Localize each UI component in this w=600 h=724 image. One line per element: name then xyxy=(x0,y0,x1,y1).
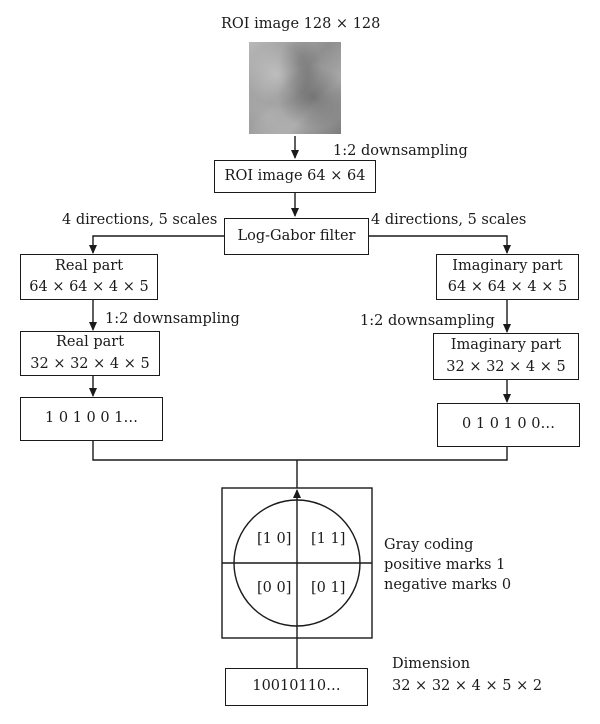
arrow-filter-to-real xyxy=(89,235,225,254)
imaginary-part-title: Imaginary part xyxy=(452,257,563,274)
imag-bits-label: 0 1 0 1 0 0… xyxy=(462,416,555,433)
dimension-value: 32 × 32 × 4 × 5 × 2 xyxy=(392,678,543,694)
filter-left-label: 4 directions, 5 scales xyxy=(62,212,218,228)
gray-coding-negative: negative marks 0 xyxy=(384,577,512,593)
roi-input-label: ROI image 128 × 128 xyxy=(221,16,381,32)
real-downsampling-label: 1:2 downsampling xyxy=(105,311,240,327)
real-part-downsampled-dims: 32 × 32 × 4 × 5 xyxy=(30,355,150,372)
imaginary-part-dims: 64 × 64 × 4 × 5 xyxy=(447,279,568,295)
real-part-downsampled-box: Real part 32 × 32 × 4 × 5 xyxy=(20,331,160,376)
quadrant-bottom-left: [0 0] xyxy=(257,580,292,596)
arrow-filter-to-imag xyxy=(368,235,511,254)
imaginary-part-downsampled-box: Imaginary part 32 × 32 × 4 × 5 xyxy=(433,333,579,380)
log-gabor-filter-label: Log-Gabor filter xyxy=(237,227,356,244)
imaginary-part-box: Imaginary part 64 × 64 × 4 × 5 xyxy=(436,254,579,300)
dimension-label: Dimension xyxy=(392,656,471,672)
real-bits-box: 1 0 1 0 0 1… xyxy=(20,397,163,441)
real-part-dims: 64 × 64 × 4 × 5 xyxy=(29,279,149,295)
downsampling-label-top: 1:2 downsampling xyxy=(333,143,468,159)
roi-input-image xyxy=(249,42,341,134)
output-bits-label: 10010110… xyxy=(252,678,341,695)
real-part-title: Real part xyxy=(54,257,124,274)
log-gabor-filter-box: Log-Gabor filter xyxy=(224,218,369,255)
output-bits-box: 10010110… xyxy=(225,668,368,706)
imag-downsampling-label: 1:2 downsampling xyxy=(360,313,495,329)
imag-bits-box: 0 1 0 1 0 0… xyxy=(437,403,580,447)
quadrant-bottom-right: [0 1] xyxy=(311,580,346,596)
roi-downsampled-box: ROI image 64 × 64 xyxy=(214,160,376,193)
quadrant-top-left: [1 0] xyxy=(257,531,292,547)
imaginary-part-downsampled-title: Imaginary part xyxy=(450,337,562,354)
imaginary-part-downsampled-dims: 32 × 32 × 4 × 5 xyxy=(446,358,566,375)
gray-coding-title: Gray coding xyxy=(384,537,474,553)
filter-right-label: 4 directions, 5 scales xyxy=(371,212,527,228)
real-bits-label: 1 0 1 0 0 1… xyxy=(45,410,138,427)
roi-downsampled-label: ROI image 64 × 64 xyxy=(224,167,366,184)
real-part-box: Real part 64 × 64 × 4 × 5 xyxy=(20,254,158,300)
real-part-downsampled-title: Real part xyxy=(55,334,125,351)
merge-connector xyxy=(92,440,508,461)
gray-coding-positive: positive marks 1 xyxy=(384,557,506,573)
quadrant-top-right: [1 1] xyxy=(311,531,346,547)
